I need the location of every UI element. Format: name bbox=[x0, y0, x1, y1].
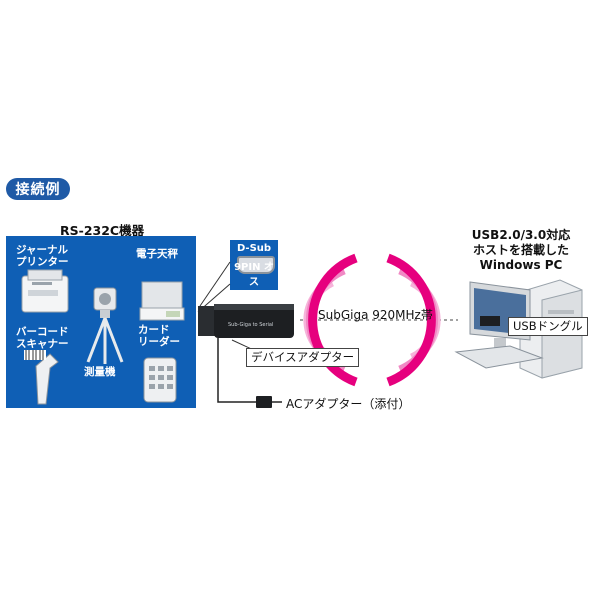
balance-icon bbox=[139, 281, 185, 321]
wireless-label: SubGiga 920MHz帯 bbox=[318, 308, 433, 322]
adapter-label: デバイスアダプター bbox=[246, 348, 360, 367]
keyboard-icon bbox=[454, 345, 544, 369]
survey-instrument-icon bbox=[86, 287, 124, 364]
monitor-icon bbox=[469, 281, 531, 348]
dsub-callout: D-Sub 9PIN オス bbox=[230, 240, 278, 290]
dsub-port-icon bbox=[237, 256, 275, 274]
pc-title: USB2.0/3.0対応 ホストを搭載した Windows PC bbox=[471, 228, 571, 272]
survey-label: 測量機 bbox=[84, 366, 116, 378]
ac-adapter-icon bbox=[256, 396, 282, 408]
barcode-scanner-label: バーコード スキャナー bbox=[16, 326, 69, 350]
ac-adapter-label: ACアダプター（添付） bbox=[286, 397, 411, 411]
card-reader-label: カード リーダー bbox=[138, 324, 180, 348]
dsub-label: D-Sub bbox=[236, 243, 272, 254]
devices-illustrations bbox=[21, 269, 185, 405]
device-adapter-icon: Sub-Giga to Serial bbox=[198, 304, 294, 338]
journal-printer-label: ジャーナル プリンター bbox=[16, 244, 69, 268]
usb-dongle-icon bbox=[480, 316, 500, 326]
dongle-label: USBドングル bbox=[508, 317, 588, 336]
section-badge: 接続例 bbox=[6, 178, 70, 200]
radio-wave-icon bbox=[303, 253, 441, 387]
card-reader-icon bbox=[143, 357, 177, 403]
journal-printer-icon bbox=[21, 269, 69, 313]
adapter-engraving: Sub-Giga to Serial bbox=[228, 322, 273, 328]
dsub-pin-label: 9PIN オス bbox=[234, 262, 274, 288]
balance-label: 電子天秤 bbox=[136, 248, 178, 260]
devices-title: RS-232C機器 bbox=[60, 223, 145, 238]
barcode-scanner-icon bbox=[24, 350, 59, 405]
